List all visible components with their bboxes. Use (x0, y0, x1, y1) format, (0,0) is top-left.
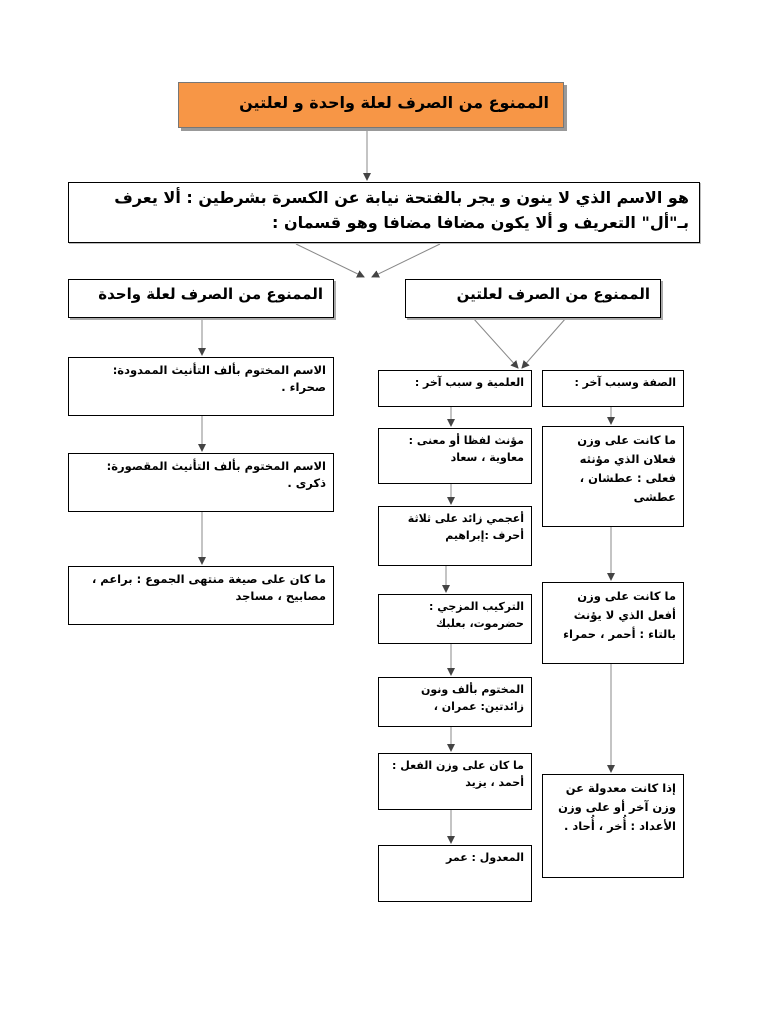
arrow-definition-to-two-causes (371, 243, 441, 278)
adjective-item: ما كانت على وزن فعلان الذي مؤنثه فعلى : … (542, 426, 684, 527)
proper-noun-subheading: العلمية و سبب آخر : (378, 370, 532, 407)
proper-noun-item: التركيب المزجي : حضرموت، بعلبك (378, 594, 532, 644)
one-cause-item: الاسم المختوم بألف التأنيث المقصورة: ذكر… (68, 453, 334, 512)
proper-noun-item: المعدول : عمر (378, 845, 532, 902)
arrow-definition-to-one-cause (295, 243, 365, 278)
two-causes-heading: الممنوع من الصرف لعلتين (405, 279, 661, 318)
arrow-two-causes-to-subheads (472, 317, 519, 369)
one-cause-item: ما كان على صيغة منتهى الجموع : براعم ، م… (68, 566, 334, 625)
proper-noun-item: المختوم بألف ونون زائدتين: عمران ، (378, 677, 532, 727)
one-cause-item: الاسم المختوم بألف التأنيث الممدودة: صحر… (68, 357, 334, 416)
one-cause-heading: الممنوع من الصرف لعلة واحدة (68, 279, 334, 318)
adjective-subheading: الصفة وسبب آخر : (542, 370, 684, 407)
proper-noun-item: أعجمي زائد على ثلاثة أحرف :إبراهيم (378, 506, 532, 566)
adjective-item: إذا كانت معدولة عن وزن آخر أو على وزن ال… (542, 774, 684, 878)
proper-noun-item: ما كان على وزن الفعل : أحمد ، يزيد (378, 753, 532, 810)
diagram-title: الممنوع من الصرف لعلة واحدة و لعلتين (178, 82, 564, 128)
adjective-item: ما كانت على وزن أفعل الذي لا يؤنث بالتاء… (542, 582, 684, 664)
proper-noun-item: مؤنث لفظا أو معنى : معاوية ، سعاد (378, 428, 532, 484)
arrow-two-causes-to-subheads-2 (521, 317, 567, 369)
definition-box: هو الاسم الذي لا ينون و يجر بالفتحة نياب… (68, 182, 700, 243)
